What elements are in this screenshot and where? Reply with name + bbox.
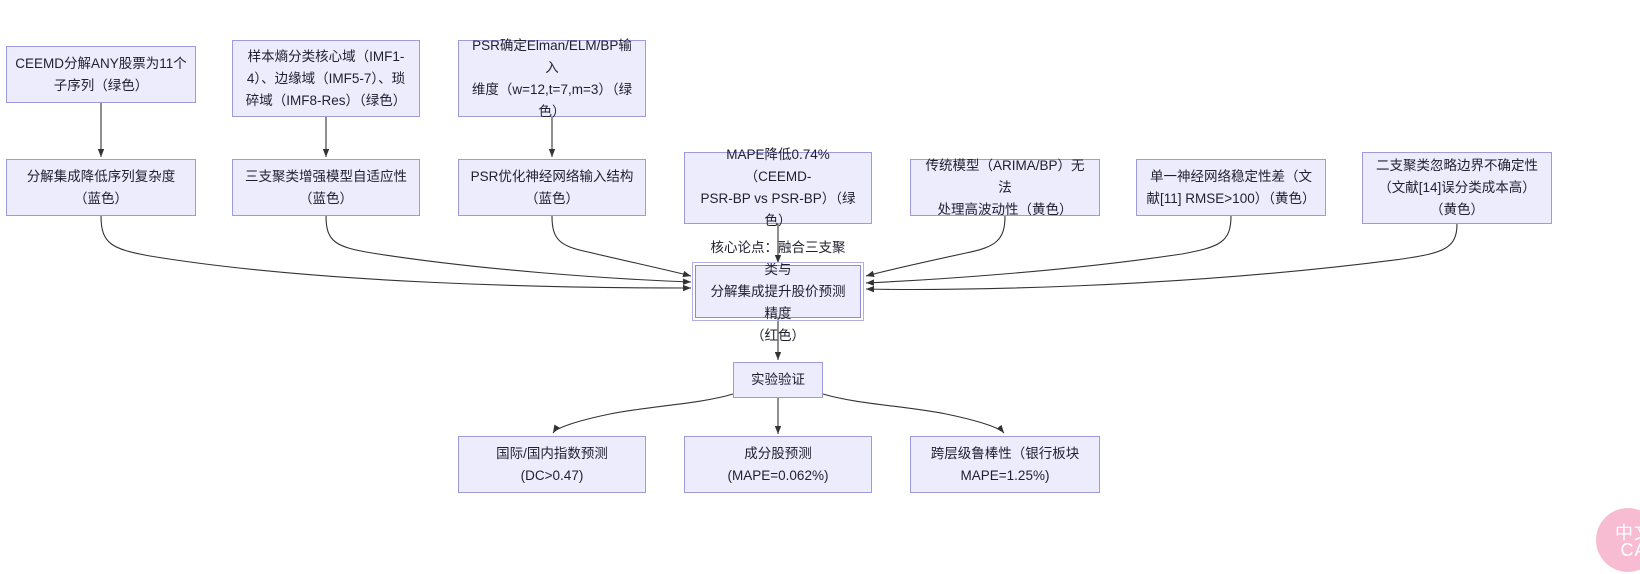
node-label: 实验验证 — [751, 372, 805, 387]
node-label: 核心论点：融合三支聚类与 分解集成提升股价预测精度 （红色） — [710, 239, 846, 343]
node-label: MAPE降低0.74%（CEEMD- PSR-BP vs PSR-BP）（绿 色… — [700, 147, 856, 228]
node-label: 分解集成降低序列复杂度 （蓝色） — [26, 168, 176, 206]
edge-n4-core — [100, 215, 692, 292]
edge-n10-core — [865, 223, 1458, 293]
node-ceemd-decomposition[interactable]: CEEMD分解ANY股票为11个 子序列（绿色） — [6, 46, 196, 103]
node-experimental-validation[interactable]: 实验验证 — [733, 362, 823, 398]
node-label: 单一神经网络稳定性差（文 献[11] RMSE>100）（黄色） — [1146, 168, 1316, 206]
node-label: PSR优化神经网络输入结构 （蓝色） — [470, 168, 634, 206]
node-label: 三支聚类增强模型自适应性 （蓝色） — [245, 168, 407, 206]
node-psr-optimizes-network-input[interactable]: PSR优化神经网络输入结构 （蓝色） — [458, 159, 646, 216]
edge-n5-core — [325, 215, 692, 285]
node-decomposition-reduces-complexity[interactable]: 分解集成降低序列复杂度 （蓝色） — [6, 159, 196, 216]
node-index-prediction[interactable]: 国际/国内指数预测 (DC>0.47) — [458, 436, 646, 493]
node-two-way-clustering-limitation[interactable]: 二支聚类忽略边界不确定性 （文献[14]误分类成本高） （黄色） — [1362, 152, 1552, 224]
node-label: 成分股预测 (MAPE=0.062%) — [727, 445, 829, 483]
node-label: 传统模型（ARIMA/BP）无法 处理高波动性（黄色） — [925, 157, 1085, 217]
watermark-text: 中文 CA — [1615, 523, 1640, 560]
edge-n8-core — [865, 215, 1006, 277]
edge-exp-b1 — [552, 393, 734, 434]
node-label: 跨层级鲁棒性（银行板块 MAPE=1.25%) — [930, 445, 1080, 483]
node-label: PSR确定Elman/ELM/BP输入 维度（w=12,t=7,m=3）（绿 色… — [471, 37, 633, 119]
node-traditional-model-limitation[interactable]: 传统模型（ARIMA/BP）无法 处理高波动性（黄色） — [910, 158, 1100, 217]
node-cross-level-robustness[interactable]: 跨层级鲁棒性（银行板块 MAPE=1.25%) — [910, 436, 1100, 493]
node-constituent-stock-prediction[interactable]: 成分股预测 (MAPE=0.062%) — [684, 436, 872, 493]
node-core-thesis[interactable]: 核心论点：融合三支聚类与 分解集成提升股价预测精度 （红色） — [692, 240, 864, 343]
node-mape-reduction[interactable]: MAPE降低0.74%（CEEMD- PSR-BP vs PSR-BP）（绿 色… — [684, 147, 872, 228]
node-label: 二支聚类忽略边界不确定性 （文献[14]误分类成本高） （黄色） — [1376, 158, 1538, 217]
node-label: CEEMD分解ANY股票为11个 子序列（绿色） — [15, 55, 187, 93]
node-label: 样本熵分类核心域（IMF1- 4）、边缘域（IMF5-7）、琐 碎域（IMF8-… — [245, 48, 407, 108]
node-sample-entropy-classification[interactable]: 样本熵分类核心域（IMF1- 4）、边缘域（IMF5-7）、琐 碎域（IMF8-… — [232, 40, 420, 117]
watermark-badge: 中文 CA — [1596, 508, 1640, 572]
node-label: 国际/国内指数预测 (DC>0.47) — [496, 445, 608, 483]
node-single-network-instability[interactable]: 单一神经网络稳定性差（文 献[11] RMSE>100）（黄色） — [1136, 159, 1326, 216]
edge-exp-b3 — [822, 393, 1005, 434]
edge-n6-core — [551, 215, 692, 278]
node-three-way-clustering-adaptivity[interactable]: 三支聚类增强模型自适应性 （蓝色） — [232, 159, 420, 216]
edge-n9-core — [865, 215, 1232, 286]
node-psr-input-dimension[interactable]: PSR确定Elman/ELM/BP输入 维度（w=12,t=7,m=3）（绿 色… — [458, 38, 646, 119]
